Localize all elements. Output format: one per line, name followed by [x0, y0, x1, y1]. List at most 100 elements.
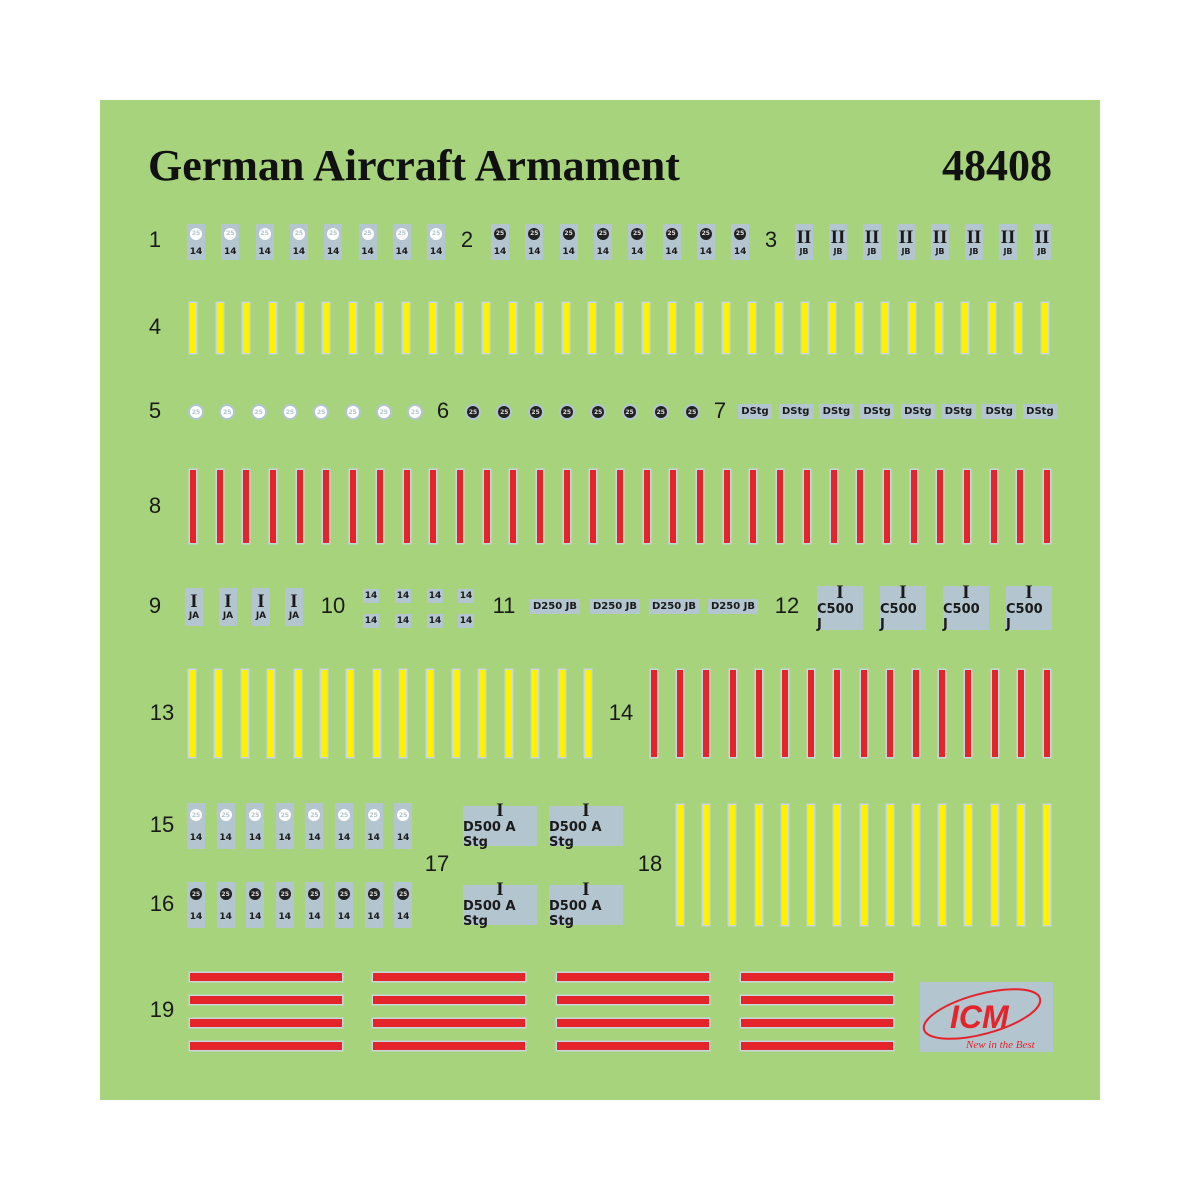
decal-text: 14 [189, 833, 203, 843]
white-circle-25-icon: 25 [283, 406, 296, 418]
dark-circle-25-icon: 25 [528, 227, 541, 240]
white-circle-25-icon: 25 [278, 809, 291, 821]
decal-g10: 14 [363, 589, 379, 603]
yellow-stripe-decal [190, 303, 196, 353]
red-horizontal-stripe-decal [190, 1019, 342, 1027]
decal-roman: II [830, 226, 846, 248]
yellow-stripe-decal [829, 303, 835, 353]
red-stripe-decal [883, 470, 890, 543]
dark-circle-25-icon: 25 [665, 227, 678, 240]
yellow-stripe-decal [429, 303, 436, 353]
decal-text: 14 [493, 246, 507, 257]
decal-text: JB [833, 246, 843, 256]
decal-text: 14 [278, 912, 292, 922]
white-circle-25-icon: 25 [219, 809, 232, 821]
yellow-stripe-decal [781, 805, 788, 925]
yellow-stripe-decal [860, 805, 867, 925]
dark-circle-25-icon: 25 [397, 888, 410, 900]
sheet-title: German Aircraft Armament [148, 141, 680, 190]
red-stripe-decal [216, 470, 223, 543]
decal-g6: 25 [621, 404, 638, 420]
decal-g10: 14 [427, 614, 443, 628]
red-stripe-decal [697, 470, 704, 543]
red-stripe-decal [910, 470, 917, 543]
decal-text: 14 [189, 246, 203, 257]
red-stripe-decal [1044, 670, 1050, 757]
decal-g10: 14 [458, 614, 474, 628]
group-number-g3: 3 [764, 227, 778, 252]
dark-circle-25-icon: 25 [278, 888, 291, 900]
decal-g5: 25 [375, 404, 392, 420]
decal-roman: I [899, 582, 907, 603]
group-number-g14: 14 [608, 700, 634, 725]
red-stripe-decal [965, 670, 972, 757]
decal-text: C500 J [943, 602, 980, 632]
decal-text: JB [1003, 246, 1013, 256]
yellow-stripe-decal [988, 303, 995, 353]
kit-number: 48408 [942, 141, 1052, 190]
yellow-stripe-decal [908, 303, 915, 353]
yellow-stripe-decal [321, 670, 327, 757]
red-horizontal-stripe-decal [373, 1042, 525, 1050]
red-horizontal-stripe-decal [741, 1042, 893, 1050]
red-stripe-decal [729, 670, 736, 757]
red-stripe-decal [403, 470, 410, 543]
decal-g5: 25 [250, 404, 267, 420]
group-number-g9: 9 [148, 593, 162, 618]
yellow-stripe-decal [616, 303, 622, 353]
red-stripe-decal [670, 470, 677, 543]
red-horizontal-stripe-decal [557, 1042, 709, 1050]
red-stripe-decal [190, 470, 196, 543]
white-circle-25-icon: 25 [190, 227, 202, 240]
red-horizontal-stripe-decal [557, 973, 709, 981]
decal-g11: D250 JB [708, 599, 758, 614]
yellow-stripe-decal [962, 303, 969, 353]
yellow-stripe-decal [1044, 805, 1050, 925]
group-number-g13: 13 [149, 700, 175, 725]
white-circle-25-icon: 25 [346, 406, 359, 418]
decal-text: 14 [396, 912, 410, 922]
decal-g7: DStg [900, 404, 935, 419]
red-horizontal-stripe-decal [557, 1019, 709, 1027]
group-number-g1: 1 [148, 227, 162, 252]
red-stripe-decal [617, 470, 623, 543]
yellow-stripe-decal [722, 303, 729, 353]
red-stripe-decal [1044, 470, 1050, 543]
red-stripe-decal [750, 470, 757, 543]
decal-g5: 25 [219, 404, 236, 420]
decal-text: JB [901, 246, 911, 256]
decal-g5: 25 [407, 404, 424, 420]
decal-text: 14 [278, 833, 292, 843]
decal-text: JA [255, 611, 267, 621]
decal-g10: 14 [458, 589, 474, 603]
group-number-g19: 19 [149, 997, 175, 1022]
red-stripe-decal [643, 470, 650, 543]
decal-g6: 25 [465, 404, 481, 420]
decal-g10: 14 [363, 614, 379, 628]
red-stripe-decal [830, 470, 837, 543]
decal-g11: D250 JB [590, 599, 640, 614]
decal-roman: I [290, 591, 298, 612]
yellow-stripe-decal [536, 303, 543, 353]
